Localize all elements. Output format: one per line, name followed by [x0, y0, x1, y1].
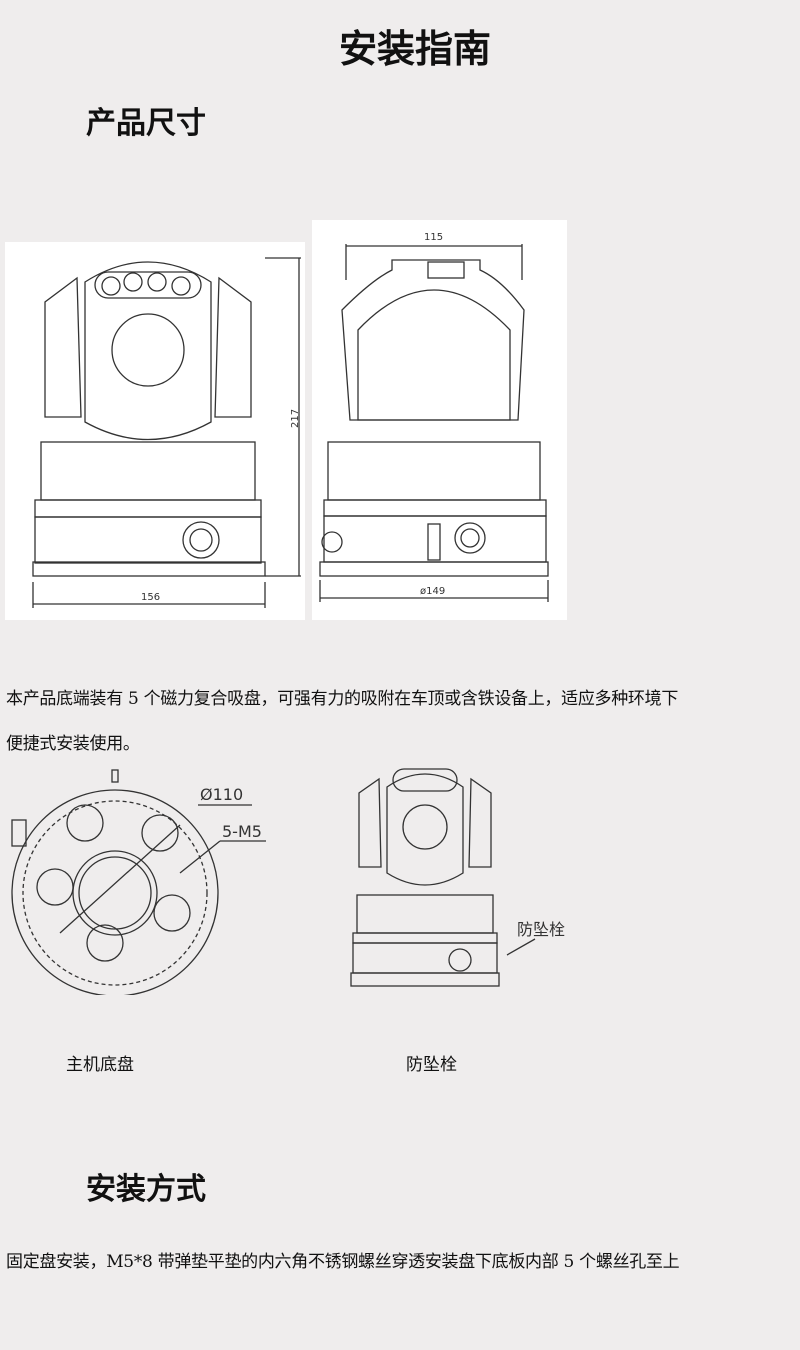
description-line-2: 便捷式安装使用。 — [6, 734, 140, 754]
base-holes-label: 5-M5 — [222, 822, 262, 841]
caption-base-plate: 主机底盘 — [66, 1055, 134, 1075]
side-view-drawing: 115 ø149 — [312, 220, 567, 620]
side-top-dim: 115 — [424, 232, 443, 243]
caption-anti-fall-pin: 防坠栓 — [406, 1055, 457, 1075]
installation-text: 固定盘安装，M5*8 带弹垫平垫的内六角不锈钢螺丝穿透安装盘下底板内部 5 个螺… — [6, 1252, 680, 1272]
section-heading-installation: 安装方式 — [86, 1172, 206, 1207]
page-title: 安装指南 — [338, 27, 491, 71]
section-heading-dimensions: 产品尺寸 — [86, 106, 206, 141]
base-diameter-label: Ø110 — [200, 785, 243, 804]
base-plate-drawing: Ø110 5-M5 — [0, 765, 290, 995]
anti-fall-pin-label: 防坠栓 — [517, 920, 565, 939]
side-base-dim: ø149 — [420, 586, 445, 597]
description-line-1: 本产品底端装有 5 个磁力复合吸盘，可强有力的吸附在车顶或含铁设备上，适应多种环… — [6, 689, 679, 709]
front-width-dim: 156 — [141, 592, 160, 603]
anti-fall-pin-drawing: 防坠栓 — [345, 765, 595, 995]
front-view-drawing: 217 156 — [5, 242, 305, 620]
height-dim: 217 — [290, 409, 301, 428]
